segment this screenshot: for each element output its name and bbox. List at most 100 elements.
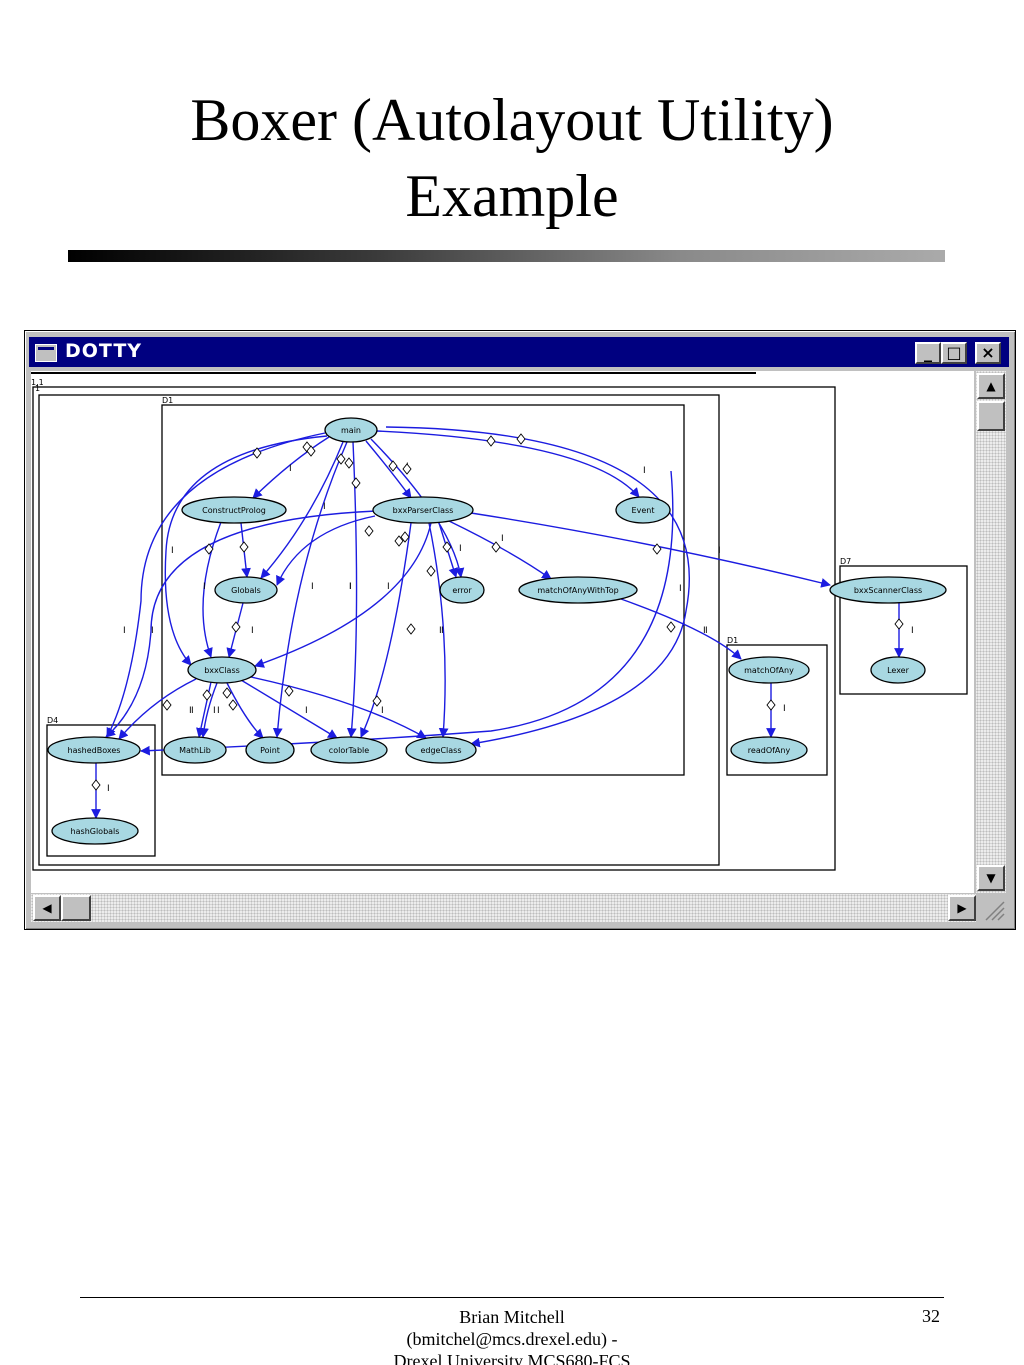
node-matchOfAnyWithTop[interactable]: matchOfAnyWithTop	[518, 576, 638, 604]
node-label-MathLib: MathLib	[179, 746, 211, 755]
edge-main-globals	[260, 441, 344, 579]
node-label-hashedBoxes: hashedBoxes	[68, 746, 121, 755]
edge-diamond-main-edgeclass	[486, 435, 496, 447]
node-Point[interactable]: Point	[245, 736, 295, 764]
edge-parser-matchtop	[448, 520, 552, 580]
scroll-right-button[interactable]: ▶	[948, 895, 976, 921]
edge-diamond-bxxclass-hashed	[162, 699, 172, 711]
node-shape-hashGlobals[interactable]	[51, 817, 139, 845]
edge-label-parser-bxxclass: I	[441, 626, 444, 636]
edge-label-parser-scanner: I	[718, 546, 721, 556]
edge-label-matchtop-matchof: I	[705, 626, 708, 636]
node-label-Point: Point	[260, 746, 280, 755]
node-label-bxxClass: bxxClass	[204, 666, 240, 675]
node-colorTable[interactable]: colorTable	[310, 736, 388, 764]
node-shape-MathLib[interactable]	[163, 736, 227, 764]
node-hashedBoxes[interactable]: hashedBoxes	[47, 736, 141, 764]
node-shape-Event[interactable]	[615, 496, 671, 524]
node-shape-readOfAny[interactable]	[730, 736, 808, 764]
edge-diamond-parser-scanner	[652, 543, 662, 555]
edge-main-bxxclass	[164, 435, 328, 666]
node-label-hashGlobals: hashGlobals	[71, 827, 120, 836]
node-shape-bxxScannerClass[interactable]	[829, 576, 947, 604]
cluster-label-mid: 1	[35, 384, 40, 393]
maximize-button[interactable]: □	[941, 342, 967, 364]
node-hashGlobals[interactable]: hashGlobals	[51, 817, 139, 845]
cluster-label-match: D1	[727, 636, 738, 645]
resize-grip-icon[interactable]	[978, 896, 1006, 922]
cluster-mid	[38, 394, 720, 866]
node-edgeClass[interactable]: edgeClass	[405, 736, 477, 764]
node-shape-matchOfAnyWithTop[interactable]	[518, 576, 638, 604]
node-shape-ConstructProlog[interactable]	[181, 496, 287, 524]
edge-label-parser-error: I	[459, 544, 462, 554]
edge-diamond-scanner-lexer	[894, 618, 904, 630]
edge-diamond-construct-globals	[239, 541, 249, 553]
node-Globals[interactable]: Globals	[214, 576, 278, 604]
node-shape-hashedBoxes[interactable]	[47, 736, 141, 764]
node-bxxClass[interactable]: bxxClass	[187, 656, 257, 684]
scroll-up-button[interactable]: ▲	[977, 373, 1005, 399]
edge-main-event	[376, 430, 640, 498]
edge-diamond-parser-hashed	[400, 531, 410, 543]
edge-label-main-colortable: I	[349, 582, 352, 592]
slide-title-line2: Example	[405, 163, 619, 229]
scroll-left-button[interactable]: ◀	[33, 895, 61, 921]
node-shape-edgeClass[interactable]	[405, 736, 477, 764]
node-ConstructProlog[interactable]: ConstructProlog	[181, 496, 287, 524]
slide-title: Boxer (Autolayout Utility) Example	[0, 82, 1024, 234]
node-label-readOfAny: readOfAny	[748, 746, 791, 755]
vertical-scroll-thumb[interactable]	[977, 401, 1005, 431]
edge-label-bxxclass-mathlib2: I	[213, 706, 216, 716]
node-shape-error[interactable]	[439, 576, 485, 604]
edge-diamond-parser-matchtop	[491, 541, 501, 553]
edge-main-parser	[365, 440, 412, 499]
edge-label-main-hashed: I	[123, 626, 126, 636]
cluster-label-hash: D4	[47, 716, 58, 725]
window-menu-icon[interactable]	[35, 344, 57, 362]
node-bxxParserClass[interactable]: bxxParserClass	[372, 496, 474, 524]
node-Event[interactable]: Event	[615, 496, 671, 524]
edge-bxxclass-point	[226, 682, 264, 739]
horizontal-scrollbar[interactable]: ◀ ▶	[31, 894, 976, 922]
node-shape-main[interactable]	[324, 417, 378, 443]
node-shape-Lexer[interactable]	[870, 656, 926, 684]
edge-diamond-bxxclass-mathlib	[202, 689, 212, 701]
footer-author: Brian Mitchell (bmitchel@mcs.drexel.edu)…	[362, 1306, 662, 1365]
edge-parser-colortable	[360, 522, 412, 738]
cluster-hash	[46, 724, 156, 857]
node-matchOfAny[interactable]: matchOfAny	[728, 656, 810, 684]
node-readOfAny[interactable]: readOfAny	[730, 736, 808, 764]
footer-author-line1: Brian Mitchell	[459, 1307, 565, 1327]
edge-parser-edgeclass	[428, 522, 449, 738]
edge-parser-hashed	[105, 510, 377, 738]
close-button[interactable]: ×	[975, 342, 1001, 364]
minimize-button[interactable]: _	[915, 342, 941, 364]
edge-diamond-parser-colortable	[394, 535, 404, 547]
node-shape-Point[interactable]	[245, 736, 295, 764]
window-titlebar[interactable]: DOTTY _ □ ×	[29, 337, 1009, 367]
vertical-scrollbar[interactable]: ▲ ▼	[976, 371, 1006, 893]
edge-diamond-parser-bxxclass	[406, 623, 416, 635]
node-Lexer[interactable]: Lexer	[870, 656, 926, 684]
node-MathLib[interactable]: MathLib	[163, 736, 227, 764]
node-shape-matchOfAny[interactable]	[728, 656, 810, 684]
scroll-down-button[interactable]: ▼	[977, 865, 1005, 891]
horizontal-scroll-thumb[interactable]	[61, 895, 91, 921]
edge-label-bxxclass-edgeclass: I	[381, 706, 384, 716]
edge-label-matchof-readof: I	[783, 704, 786, 714]
node-shape-bxxClass[interactable]	[187, 656, 257, 684]
node-error[interactable]: error	[439, 576, 485, 604]
cluster-match	[726, 644, 828, 776]
node-shape-bxxParserClass[interactable]	[372, 496, 474, 524]
edge-diamond-bxxclass-mathlib2	[222, 687, 232, 699]
node-bxxScannerClass[interactable]: bxxScannerClass	[829, 576, 947, 604]
node-main[interactable]: main	[324, 417, 378, 443]
edge-diamond-main-globals	[336, 453, 346, 465]
node-shape-Globals[interactable]	[214, 576, 278, 604]
edge-parser-globals	[276, 515, 376, 586]
node-shape-colorTable[interactable]	[310, 736, 388, 764]
node-label-edgeClass: edgeClass	[420, 746, 461, 755]
